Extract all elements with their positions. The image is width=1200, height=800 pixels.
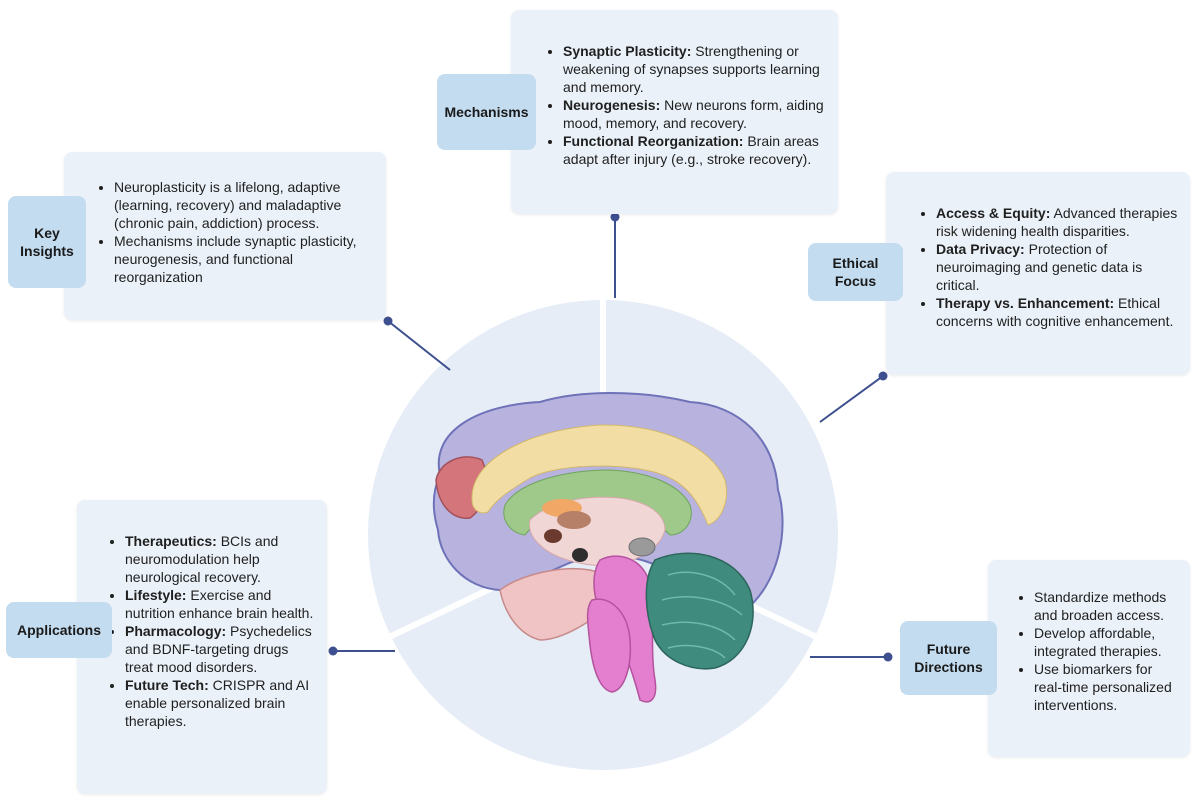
list-item: Functional Reorganization: Brain areas a… <box>563 132 824 168</box>
key-insights-label: Key Insights <box>8 196 86 288</box>
future-directions-label: Future Directions <box>900 621 997 695</box>
list-item: Use biomarkers for real-time personalize… <box>1034 660 1180 714</box>
list-item: Neurogenesis: New neurons form, aiding m… <box>563 96 824 132</box>
brain-sagittal-icon <box>432 392 784 703</box>
list-item: Neuroplasticity is a lifelong, adaptive … <box>114 178 372 232</box>
list-item: Mechanisms include synaptic plasticity, … <box>114 232 372 286</box>
ethical-focus-list: Access & Equity: Advanced therapies risk… <box>920 204 1178 330</box>
list-item: Synaptic Plasticity: Strengthening or we… <box>563 42 824 96</box>
future-directions-card: Standardize methods and broaden access. … <box>988 560 1190 757</box>
applications-label: Applications <box>6 602 112 658</box>
list-item: Pharmacology: Psychedelics and BDNF-targ… <box>125 622 317 676</box>
key-insights-card: Neuroplasticity is a lifelong, adaptive … <box>64 152 386 320</box>
key-insights-list: Neuroplasticity is a lifelong, adaptive … <box>98 178 372 286</box>
future-directions-list: Standardize methods and broaden access. … <box>1018 588 1180 714</box>
connector-future-directions <box>810 652 893 662</box>
ethical-focus-card: Access & Equity: Advanced therapies risk… <box>886 172 1190 375</box>
list-item: Data Privacy: Protection of neuroimaging… <box>936 240 1178 294</box>
mechanisms-list: Synaptic Plasticity: Strengthening or we… <box>547 42 824 168</box>
connector-applications <box>328 646 395 656</box>
mechanisms-label: Mechanisms <box>437 74 536 150</box>
list-item: Lifestyle: Exercise and nutrition enhanc… <box>125 586 317 622</box>
connector-mechanisms <box>610 212 620 298</box>
applications-list: Therapeutics: BCIs and neuromodulation h… <box>109 532 317 730</box>
list-item: Therapy vs. Enhancement: Ethical concern… <box>936 294 1178 330</box>
list-item: Future Tech: CRISPR and AI enable person… <box>125 676 317 730</box>
ethical-focus-label: Ethical Focus <box>808 243 903 301</box>
connector-ethical-focus <box>819 371 888 423</box>
list-item: Standardize methods and broaden access. <box>1034 588 1180 624</box>
mechanisms-card: Synaptic Plasticity: Strengthening or we… <box>511 10 838 214</box>
list-item: Therapeutics: BCIs and neuromodulation h… <box>125 532 317 586</box>
applications-card: Therapeutics: BCIs and neuromodulation h… <box>77 500 327 794</box>
list-item: Access & Equity: Advanced therapies risk… <box>936 204 1178 240</box>
connector-key-insights <box>383 316 451 371</box>
list-item: Develop affordable, integrated therapies… <box>1034 624 1180 660</box>
